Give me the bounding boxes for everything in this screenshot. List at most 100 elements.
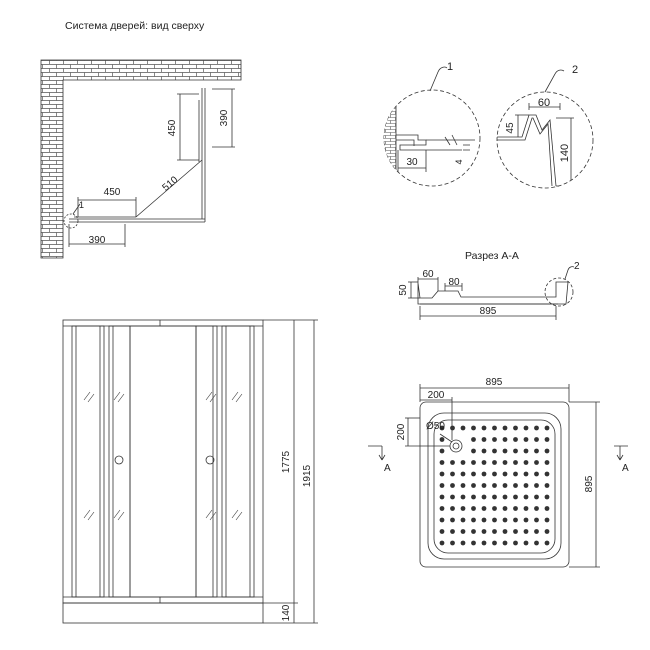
tray-dim-200-left: 200 bbox=[396, 423, 407, 440]
detail-1-callout: 1 bbox=[447, 61, 453, 73]
top-dim-390-vertical: 390 bbox=[219, 109, 230, 126]
top-view-title: Система дверей: вид сверху bbox=[65, 20, 205, 32]
anti-slip-dot bbox=[513, 460, 518, 465]
section-aa-diagram bbox=[408, 266, 575, 320]
anti-slip-dot bbox=[439, 471, 445, 477]
anti-slip-dot bbox=[534, 471, 539, 477]
detail-2-dim-140: 140 bbox=[559, 144, 571, 162]
anti-slip-dot bbox=[544, 448, 550, 454]
right-door-handle bbox=[205, 455, 215, 465]
anti-slip-dot bbox=[460, 517, 466, 523]
anti-slip-dot bbox=[439, 448, 445, 454]
anti-slip-dot bbox=[523, 483, 529, 488]
detail-2-callout: 2 bbox=[572, 64, 578, 76]
detail-1-dim-30: 30 bbox=[406, 157, 418, 168]
anti-slip-dot bbox=[502, 471, 508, 477]
anti-slip-dot bbox=[481, 460, 487, 465]
anti-slip-dot bbox=[460, 529, 466, 534]
detail-2-diagram bbox=[496, 69, 594, 189]
anti-slip-dot bbox=[544, 506, 550, 511]
anti-slip-dot bbox=[481, 517, 487, 523]
anti-slip-dot bbox=[450, 494, 455, 500]
tray-section-mark-left: А bbox=[384, 463, 391, 474]
anti-slip-dot bbox=[534, 448, 539, 454]
anti-slip-dot bbox=[492, 425, 497, 431]
front-dim-140: 140 bbox=[281, 604, 292, 621]
anti-slip-dot bbox=[492, 494, 497, 500]
anti-slip-dot bbox=[439, 506, 445, 511]
anti-slip-dot bbox=[523, 540, 529, 546]
anti-slip-dot bbox=[534, 540, 539, 546]
anti-slip-dot bbox=[523, 471, 529, 477]
anti-slip-dot bbox=[481, 494, 487, 500]
anti-slip-dot bbox=[439, 529, 445, 534]
anti-slip-dot bbox=[513, 483, 518, 488]
anti-slip-dot bbox=[544, 483, 550, 488]
anti-slip-dot bbox=[523, 506, 529, 511]
anti-slip-dot bbox=[502, 529, 508, 534]
anti-slip-dot bbox=[450, 425, 455, 431]
anti-slip-dot bbox=[471, 540, 476, 546]
anti-slip-dot bbox=[523, 448, 529, 454]
anti-slip-dot bbox=[544, 471, 550, 477]
anti-slip-dot bbox=[460, 425, 466, 431]
anti-slip-dot bbox=[471, 529, 476, 534]
tray-drain-label: Ø50 bbox=[426, 421, 445, 432]
anti-slip-dot bbox=[471, 437, 476, 442]
anti-slip-dot bbox=[502, 437, 508, 442]
anti-slip-dot bbox=[513, 448, 518, 454]
anti-slip-dot bbox=[534, 494, 539, 500]
anti-slip-dot bbox=[439, 517, 445, 523]
anti-slip-dot bbox=[534, 517, 539, 523]
anti-slip-dot bbox=[523, 460, 529, 465]
anti-slip-dot bbox=[450, 460, 455, 465]
top-dim-510-diagonal: 510 bbox=[160, 174, 180, 193]
anti-slip-dot bbox=[523, 425, 529, 431]
anti-slip-dot bbox=[513, 494, 518, 500]
anti-slip-dot bbox=[502, 425, 508, 431]
top-dim-450-vertical: 450 bbox=[167, 119, 178, 136]
anti-slip-dot bbox=[502, 506, 508, 511]
top-view-diagram bbox=[40, 59, 242, 259]
anti-slip-dot bbox=[492, 540, 497, 546]
section-aa-dim-895: 895 bbox=[480, 306, 497, 317]
anti-slip-dot bbox=[502, 517, 508, 523]
anti-slip-dot bbox=[450, 529, 455, 534]
anti-slip-dot bbox=[523, 437, 529, 442]
anti-slip-dot bbox=[534, 483, 539, 488]
anti-slip-dot bbox=[523, 517, 529, 523]
anti-slip-dot bbox=[513, 529, 518, 534]
anti-slip-dot bbox=[450, 517, 455, 523]
anti-slip-dot bbox=[481, 437, 487, 442]
anti-slip-dot bbox=[534, 506, 539, 511]
anti-slip-dot bbox=[513, 517, 518, 523]
brick-wall bbox=[40, 59, 242, 259]
anti-slip-dot bbox=[439, 483, 445, 488]
anti-slip-dot bbox=[471, 471, 476, 477]
anti-slip-dot bbox=[460, 471, 466, 477]
anti-slip-dot bbox=[460, 460, 466, 465]
anti-slip-dot bbox=[439, 494, 445, 500]
tray-dim-895-top: 895 bbox=[486, 377, 503, 388]
anti-slip-dot bbox=[481, 448, 487, 454]
tray-anti-slip-dots bbox=[439, 425, 550, 546]
anti-slip-dot bbox=[471, 517, 476, 523]
section-aa-dim-80: 80 bbox=[448, 277, 460, 288]
section-aa-detail-callout: 2 bbox=[574, 261, 580, 272]
anti-slip-dot bbox=[534, 460, 539, 465]
anti-slip-dot bbox=[481, 506, 487, 511]
anti-slip-dot bbox=[502, 483, 508, 488]
anti-slip-dot bbox=[471, 494, 476, 500]
anti-slip-dot bbox=[492, 517, 497, 523]
anti-slip-dot bbox=[492, 471, 497, 477]
section-aa-dim-60: 60 bbox=[422, 269, 434, 280]
anti-slip-dot bbox=[492, 506, 497, 511]
anti-slip-dot bbox=[439, 425, 445, 431]
tray-plan-diagram bbox=[368, 384, 628, 568]
anti-slip-dot bbox=[544, 540, 550, 546]
anti-slip-dot bbox=[544, 529, 550, 534]
anti-slip-dot bbox=[492, 529, 497, 534]
anti-slip-dot bbox=[450, 540, 455, 546]
tray-section-mark-right: А bbox=[622, 463, 629, 474]
